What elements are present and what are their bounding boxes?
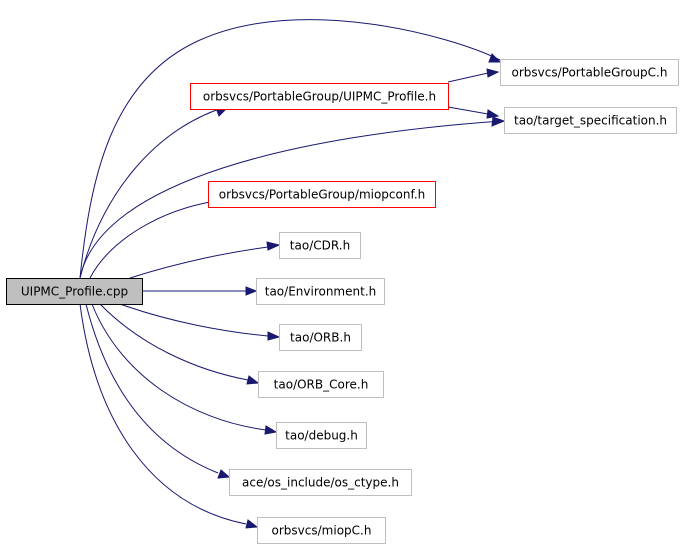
node-box [276, 422, 367, 449]
node-label: tao/ORB_Core.h [274, 378, 369, 392]
node-orbsvcs-portablegroup-uipmc-profile-h[interactable]: orbsvcs/PortableGroup/UIPMC_Profile.h [190, 83, 449, 110]
arrowhead-orb [267, 331, 281, 341]
node-label: tao/target_specification.h [514, 114, 667, 128]
node-label: tao/CDR.h [290, 239, 350, 253]
node-orbsvcs-portablegroup-miopconf-h[interactable]: orbsvcs/PortableGroup/miopconf.h [208, 181, 436, 208]
node-box [500, 59, 679, 86]
arrowhead-miopc [245, 519, 259, 529]
edge-root-to-target-specification [79, 120, 503, 279]
edge-root-to-debug [91, 303, 267, 431]
node-tao-environment-h[interactable]: tao/Environment.h [256, 278, 385, 305]
edge-root-to-cdr [129, 246, 269, 279]
edge-root-to-portablegroupc [79, 19, 501, 279]
edge-root-to-os-ctype [85, 303, 219, 474]
edge-root-to-orb-core [99, 303, 249, 381]
arrowhead-cdr [266, 241, 281, 251]
node-tao-cdr-h[interactable]: tao/CDR.h [279, 232, 361, 259]
node-box [190, 83, 449, 110]
node-tao-orb-core-h[interactable]: tao/ORB_Core.h [258, 371, 384, 398]
edge-uipmc-profile-h-to-portablegroupc [447, 72, 489, 83]
node-box [229, 469, 412, 496]
node-box [258, 371, 384, 398]
node-label: tao/ORB.h [290, 331, 351, 345]
node-box [279, 324, 362, 351]
edge-root-to-miopconf [89, 200, 217, 279]
node-box [504, 107, 677, 134]
arrowhead-uipmc-to-target-specification [486, 109, 500, 119]
arrowhead-environment [245, 286, 258, 296]
node-label: orbsvcs/PortableGroupC.h [512, 66, 668, 80]
node-uipmc-profile-cpp[interactable]: UIPMC_Profile.cpp [6, 278, 143, 305]
node-tao-orb-h[interactable]: tao/ORB.h [279, 324, 362, 351]
arrowhead-target-specification [491, 116, 506, 127]
node-orbsvcs-miopc-h[interactable]: orbsvcs/miopC.h [257, 517, 386, 544]
arrowhead-debug [264, 425, 278, 435]
node-label: orbsvcs/PortableGroup/UIPMC_Profile.h [203, 90, 436, 104]
node-label: tao/debug.h [285, 429, 358, 443]
node-box [279, 232, 361, 259]
edge-root-to-orb [119, 303, 269, 337]
node-box [256, 278, 385, 305]
edge-root-to-miopc [79, 303, 247, 525]
node-label: orbsvcs/PortableGroup/miopconf.h [219, 188, 426, 202]
arrowhead-portablegroupc [488, 53, 502, 63]
arrowhead-orb-core [246, 375, 260, 385]
nodes-layer: UIPMC_Profile.cpp orbsvcs/PortableGroupC.… [6, 59, 679, 544]
node-label: UIPMC_Profile.cpp [21, 285, 128, 299]
arrowhead-uipmc-to-portablegroupc [486, 68, 500, 78]
node-box [208, 181, 436, 208]
edge-uipmc-profile-h-to-target-specification [447, 106, 489, 115]
arrowhead-os-ctype [217, 469, 231, 479]
node-label: ace/os_include/os_ctype.h [242, 476, 399, 490]
node-box [257, 517, 386, 544]
node-tao-target-specification-h[interactable]: tao/target_specification.h [504, 107, 677, 134]
node-tao-debug-h[interactable]: tao/debug.h [276, 422, 367, 449]
node-box [6, 278, 143, 305]
node-ace-os-include-os-ctype-h[interactable]: ace/os_include/os_ctype.h [229, 469, 412, 496]
node-label: tao/Environment.h [265, 285, 377, 299]
edge-root-to-uipmc-profile-h [79, 105, 229, 279]
node-label: orbsvcs/miopC.h [272, 524, 372, 538]
node-orbsvcs-portablegroupc-h[interactable]: orbsvcs/PortableGroupC.h [500, 59, 679, 86]
